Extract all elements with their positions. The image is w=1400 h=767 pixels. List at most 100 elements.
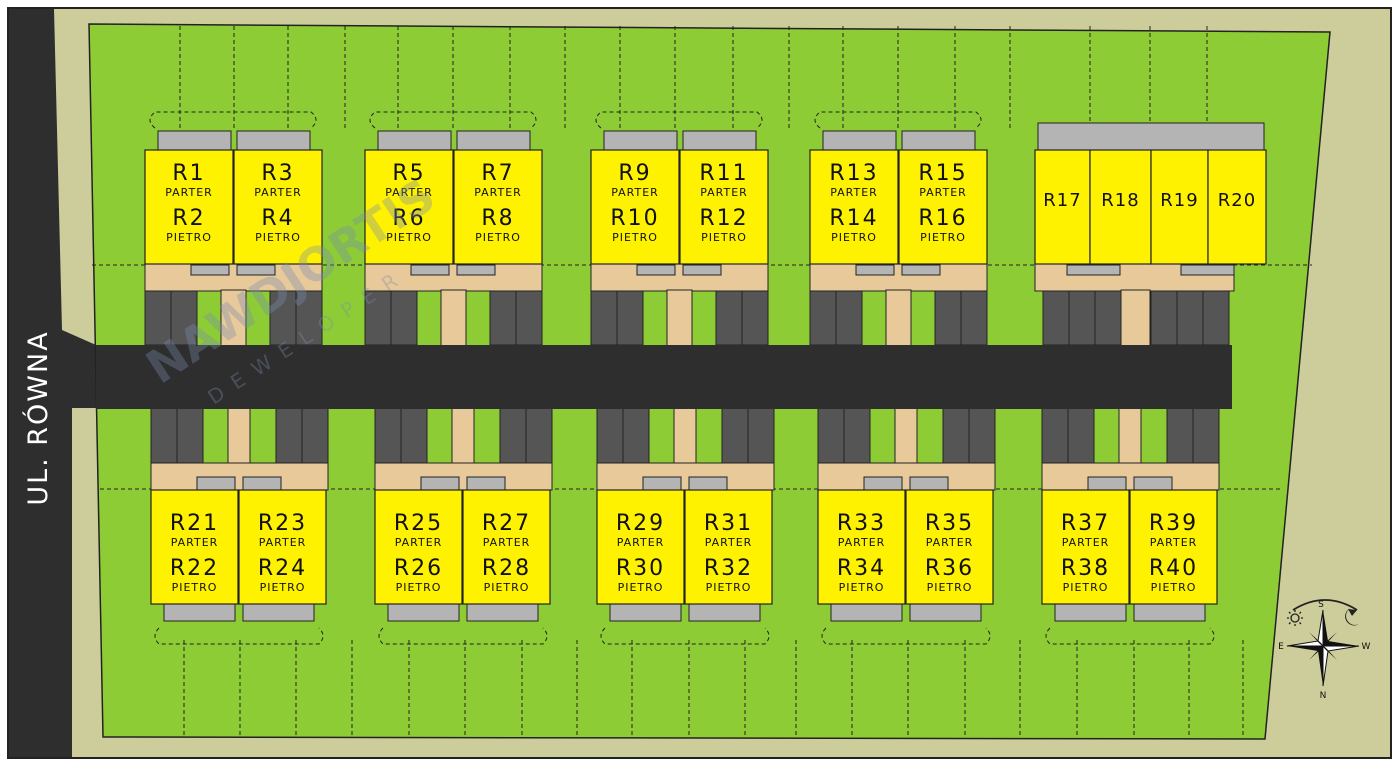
floor-label-upper: PIETRO (1151, 581, 1197, 594)
unit-R9 (590, 149, 680, 265)
compass-n: N (1320, 691, 1327, 701)
walkway (1120, 289, 1151, 347)
floor-label-upper: PIETRO (612, 231, 658, 244)
unit-ground-label: R5 (392, 161, 425, 186)
unit-R7 (453, 149, 543, 265)
unit-ground-label: R39 (1149, 511, 1198, 536)
walkway (666, 289, 693, 347)
unit-R27 (462, 489, 551, 605)
roof-strip (242, 603, 315, 622)
floor-label-ground: PARTER (165, 186, 213, 199)
walkway (451, 407, 475, 465)
parking-space (1192, 407, 1220, 464)
parking-space (515, 290, 543, 346)
unit-upper-label: R6 (392, 206, 425, 231)
entrance-step (901, 264, 941, 276)
parking-space (1068, 290, 1096, 346)
buildings: R1PARTERR2PIETROR3PARTERR4PIETROR5PARTER… (144, 111, 1267, 645)
unit-R20 (1207, 149, 1267, 265)
floor-label-ground: PARTER (254, 186, 302, 199)
parking-space (1042, 290, 1070, 346)
floor-label-upper: PIETRO (475, 231, 521, 244)
parking-space (1041, 407, 1069, 464)
parking-space (525, 407, 553, 464)
unit-R11 (679, 149, 769, 265)
roof-strip (682, 130, 757, 151)
floor-label-ground: PARTER (838, 536, 886, 549)
parking-space (1067, 407, 1095, 464)
unit-upper-label: R30 (616, 556, 665, 581)
roof-strip (163, 603, 236, 622)
entrance-step (909, 476, 949, 491)
unit-upper-label: R34 (837, 556, 886, 581)
entrance-yard (150, 462, 329, 491)
compass-s: S (1318, 600, 1324, 610)
floor-label-upper: PIETRO (396, 581, 442, 594)
floor-label-ground: PARTER (926, 536, 974, 549)
roof-strip (1037, 122, 1265, 151)
unit-ground-label: R23 (258, 511, 307, 536)
floor-label-ground: PARTER (919, 186, 967, 199)
unit-label: R18 (1101, 190, 1139, 211)
unit-ground-label: R15 (918, 161, 967, 186)
unit-ground-label: R25 (394, 511, 443, 536)
street-rowna (9, 9, 96, 757)
floor-label-ground: PARTER (705, 536, 753, 549)
entrance-yard (364, 263, 543, 292)
parking-space (968, 407, 996, 464)
floor-label-upper: PIETRO (260, 581, 306, 594)
unit-upper-label: R2 (172, 206, 205, 231)
parking-space (809, 290, 837, 346)
parking-space (390, 290, 418, 346)
floor-label-upper: PIETRO (484, 581, 530, 594)
entrance-step (682, 264, 722, 276)
parking-space (1166, 407, 1194, 464)
floor-label-upper: PIETRO (166, 231, 212, 244)
unit-upper-label: R12 (699, 206, 748, 231)
building-outline (821, 627, 991, 645)
parking-space (721, 407, 749, 464)
parking-space (374, 407, 402, 464)
floor-label-upper: PIETRO (831, 231, 877, 244)
building-outline (154, 627, 324, 645)
floor-label-ground: PARTER (171, 536, 219, 549)
walkway (227, 407, 251, 465)
unit-R18 (1089, 149, 1152, 265)
unit-ground-label: R21 (170, 511, 219, 536)
entrance-step (456, 264, 496, 276)
entrance-yard (590, 263, 769, 292)
roof-strip (909, 603, 982, 622)
unit-ground-label: R29 (616, 511, 665, 536)
floor-label-ground: PARTER (395, 536, 443, 549)
parking-space (715, 290, 743, 346)
parking-space (170, 290, 198, 346)
parking-space (400, 407, 428, 464)
roof-strip (377, 130, 452, 151)
unit-ground-label: R1 (172, 161, 205, 186)
floor-label-ground: PARTER (830, 186, 878, 199)
floor-label-upper: PIETRO (927, 581, 973, 594)
entrance-step (420, 476, 460, 491)
parking-space (269, 290, 297, 346)
entrance-step (855, 264, 895, 276)
roof-strip (1054, 603, 1127, 622)
floor-label-upper: PIETRO (839, 581, 885, 594)
parking-space (622, 407, 650, 464)
unit-R21 (150, 489, 239, 605)
parking-space (616, 290, 644, 346)
floor-label-upper: PIETRO (920, 231, 966, 244)
floor-label-ground: PARTER (259, 536, 307, 549)
entrance-step (1133, 476, 1173, 491)
entrance-step (242, 476, 282, 491)
unit-R19 (1150, 149, 1209, 265)
unit-ground-label: R27 (482, 511, 531, 536)
entrance-step (863, 476, 903, 491)
parking-space (275, 407, 303, 464)
roof-strip (157, 130, 232, 151)
unit-upper-label: R24 (258, 556, 307, 581)
roof-strip (466, 603, 539, 622)
